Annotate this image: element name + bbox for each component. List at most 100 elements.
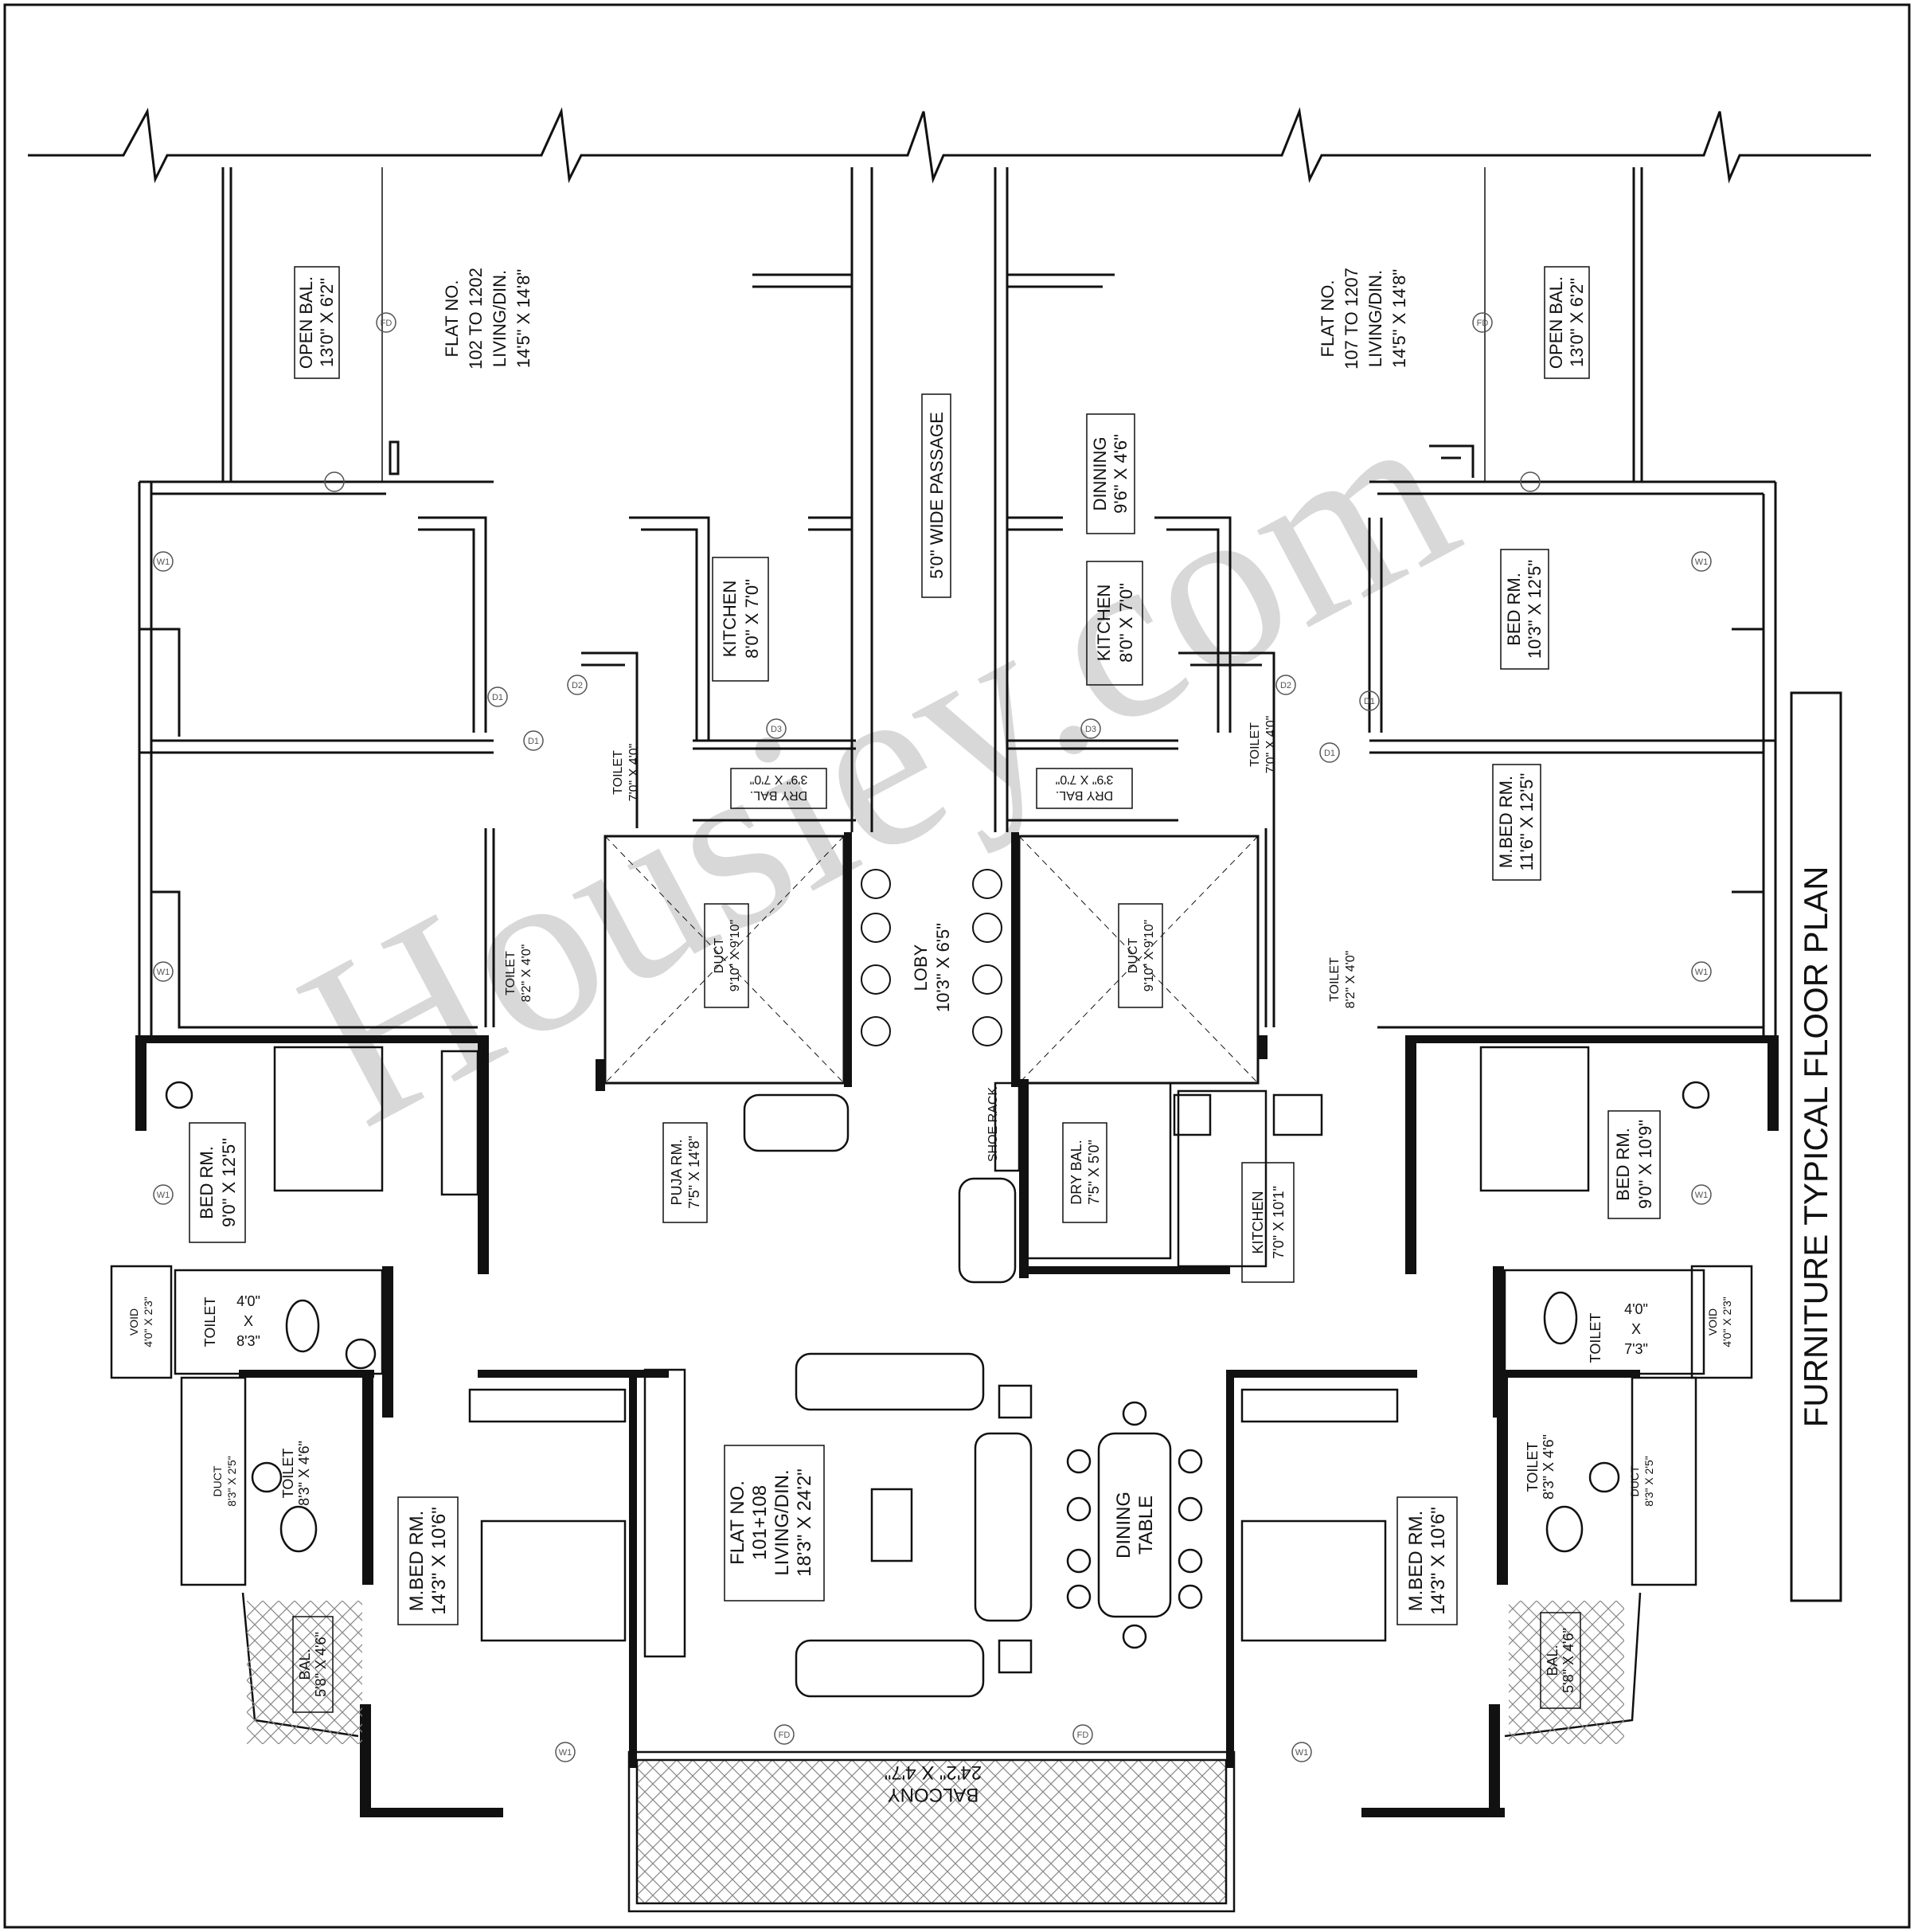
open-bal-right: 13'0" X 6'2" <box>1567 278 1587 367</box>
kitchen-right-label: 8'0" X 7'0" <box>1116 583 1136 663</box>
tag-w1: W1 <box>1695 557 1709 567</box>
toilet-a-label: 7'0" X 4'0" <box>627 744 641 802</box>
kitchen-left-label: 8'0" X 7'0" <box>742 579 762 659</box>
void-right-label: 4'0" X 2'3" <box>1721 1296 1733 1347</box>
upper-walls <box>138 167 1777 1035</box>
tag-fd: FD <box>1077 1731 1089 1740</box>
flat-main-label: FLAT NO. <box>727 1480 748 1565</box>
dry-bal-c-label: DRY BAL. <box>1068 1140 1084 1204</box>
break-line <box>28 107 1871 184</box>
tag-w1: W1 <box>1295 1748 1309 1758</box>
bal-left-label: 5'8" X 4'6" <box>313 1632 329 1697</box>
shoe-rack-label: SHOE RACK <box>986 1087 1000 1163</box>
dry-bal-b-label: DRY BAL. <box>1056 788 1113 802</box>
toilet-f-label: TOILET <box>1588 1313 1603 1363</box>
flat-right-label: FLAT NO. <box>1318 280 1338 358</box>
balcony-label: BALCONY <box>888 1784 979 1805</box>
page-border <box>3 3 1911 1929</box>
dining-table <box>1097 1432 1172 1618</box>
duct-right-label: 9'10" X 9'10" <box>1143 920 1156 991</box>
toilet-g-label: 8'3" X 4'6" <box>296 1441 312 1506</box>
dinning-label: 9'6" X 4'6" <box>1111 434 1131 514</box>
flat-main-label: LIVING/DIN. <box>771 1469 793 1575</box>
toilet-c-label: TOILET <box>504 951 518 995</box>
toilet-g-label: TOILET <box>280 1449 296 1499</box>
passage-label: 5'0" WIDE PASSAGE <box>927 412 947 579</box>
puja-label: 7'5" X 14'8" <box>686 1136 702 1209</box>
flat-main-label: 18'3" X 24'2" <box>794 1469 815 1577</box>
kitchen-main-label: KITCHEN <box>1250 1191 1266 1253</box>
puja-label: PUJA RM. <box>669 1139 685 1205</box>
duct-small-left-label: 8'3" X 2'5" <box>225 1456 238 1507</box>
mbed-right-label: 14'3" X 10'6" <box>1428 1507 1449 1615</box>
dining-table-label: DINING <box>1113 1492 1135 1559</box>
void-right-label: VOID <box>1706 1308 1719 1336</box>
mbed-right-top-label: 11'6" X 12'5" <box>1517 773 1537 871</box>
loby-label: 10'3" X 6'5" <box>933 923 953 1012</box>
bal-left-label: BAL. <box>297 1648 313 1680</box>
dry-bal-b-label: 3'9" X 7'0" <box>1056 772 1114 786</box>
loby-label: LOBY <box>911 944 931 991</box>
flat-left-label: 14'5" X 14'8" <box>514 269 533 368</box>
flat-right-label: 107 TO 1207 <box>1342 268 1361 370</box>
dry-bal-a-label: DRY BAL. <box>750 788 807 802</box>
kitchen-right-label: KITCHEN <box>1094 585 1114 662</box>
bed-right-top-label: BED RM. <box>1504 573 1524 646</box>
bed-mbed-right <box>1240 1519 1387 1642</box>
mbed-right-label: M.BED RM. <box>1405 1511 1427 1612</box>
flat-left-label: FLAT NO. <box>442 280 462 358</box>
plan-title: FURNITURE TYPICAL FLOOR PLAN <box>1797 866 1834 1428</box>
open-bal-left: OPEN BAL. <box>296 276 316 369</box>
tag-d3: D3 <box>771 725 782 734</box>
bal-right-label: BAL. <box>1545 1645 1560 1676</box>
tag-w1: W1 <box>157 968 170 977</box>
toilet-d-label: 8'2" X 4'0" <box>1344 951 1357 1009</box>
tag-d2: D2 <box>572 681 583 690</box>
toilet-h-label: 8'3" X 4'6" <box>1541 1434 1557 1500</box>
duct-small-right-label: DUCT <box>1628 1465 1641 1496</box>
toilet-e-label: 8'3" <box>236 1333 260 1349</box>
toilet-h-label: TOILET <box>1525 1442 1541 1492</box>
bed-right-label: BED RM. <box>1613 1128 1633 1201</box>
duct-left-label: 9'10" X 9'10" <box>728 920 742 991</box>
main-thin-walls <box>110 1081 1753 1913</box>
tag-w1: W1 <box>157 1191 170 1200</box>
watermark: Housiey.com <box>264 354 1493 1176</box>
tag-d1: D1 <box>1324 749 1335 758</box>
toilet-b-label: TOILET <box>1248 722 1262 767</box>
tag-w1: W1 <box>559 1748 572 1758</box>
duct-small-left-label: DUCT <box>211 1465 224 1496</box>
mbed-right-top-label: M.BED RM. <box>1496 776 1516 868</box>
tag-d1: D1 <box>528 737 539 746</box>
flat-right-label: 14'5" X 14'8" <box>1389 269 1409 368</box>
bal-right-label: 5'8" X 4'6" <box>1560 1628 1576 1693</box>
flat-left-label: 102 TO 1202 <box>466 268 486 370</box>
kitchen-left-label: KITCHEN <box>720 581 740 658</box>
balcony-label: 24'2" X 4'7" <box>885 1762 982 1783</box>
toilet-a-label: TOILET <box>611 750 625 795</box>
lobby-plants <box>861 869 1002 1046</box>
flat-main-label: 101+108 <box>749 1485 771 1560</box>
dining-table-label: TABLE <box>1135 1496 1157 1555</box>
toilet-d-label: TOILET <box>1328 957 1342 1002</box>
tags <box>153 312 1712 1762</box>
dry-bal-a-label: 3'9" X 7'0" <box>750 772 808 786</box>
toilet-b-label: 7'0" X 4'0" <box>1264 716 1278 774</box>
flat-left-label: LIVING/DIN. <box>490 270 510 367</box>
bed-right-top-label: 10'3" X 12'5" <box>1525 560 1545 659</box>
toilet-e-label: X <box>244 1313 253 1329</box>
bed-mbed-left <box>480 1519 627 1642</box>
bed-left <box>273 1046 384 1192</box>
bed-right-label: 9'0" X 10'9" <box>1635 1120 1655 1209</box>
flat-right-label: LIVING/DIN. <box>1365 270 1385 367</box>
mbed-left-label: M.BED RM. <box>406 1511 428 1612</box>
dinning-label: DINNING <box>1090 437 1110 511</box>
tag-d2: D2 <box>1280 681 1291 690</box>
tag-fd: FD <box>381 319 393 328</box>
toilet-f-label: X <box>1631 1321 1641 1337</box>
tag-fd: FD <box>779 1731 791 1740</box>
duct-small-right-label: 8'3" X 2'5" <box>1643 1456 1655 1507</box>
toilet-f-label: 7'3" <box>1624 1341 1648 1357</box>
toilet-f-label: 4'0" <box>1624 1301 1648 1317</box>
